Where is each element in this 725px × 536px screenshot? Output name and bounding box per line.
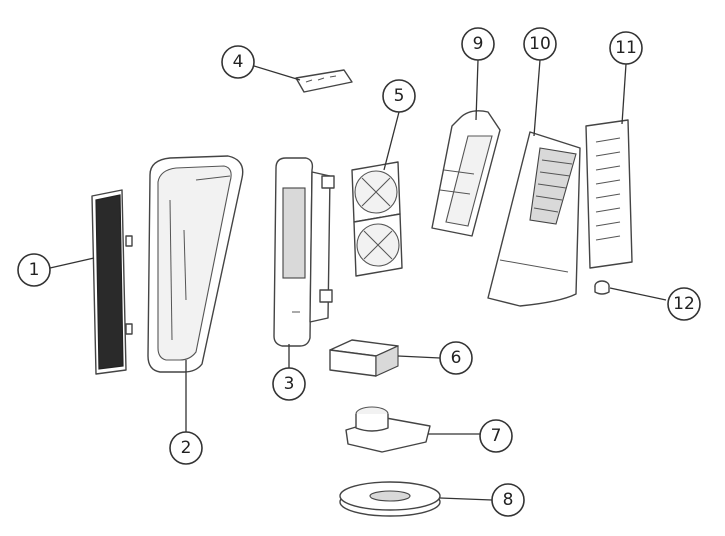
- svg-text:8: 8: [503, 490, 514, 510]
- part-6-electronics-box: [329, 339, 399, 377]
- callout-12: 12: [667, 287, 701, 321]
- part-8-base-ring: [339, 481, 441, 517]
- part-2-housing-shell: [147, 155, 244, 373]
- callout-9: 9: [461, 27, 495, 61]
- part-3-front-frame: [273, 157, 335, 347]
- svg-text:11: 11: [615, 38, 637, 58]
- part-9-rear-frame: [431, 110, 501, 237]
- part-7-motor-base: [345, 406, 431, 453]
- svg-text:10: 10: [529, 34, 551, 54]
- part-4-control-board: [295, 69, 353, 93]
- callout-6: 6: [439, 341, 473, 375]
- svg-text:5: 5: [394, 86, 405, 106]
- part-10-rear-cover: [487, 131, 581, 307]
- svg-text:2: 2: [181, 438, 192, 458]
- callout-8: 8: [491, 483, 525, 517]
- callout-11: 11: [609, 31, 643, 65]
- svg-text:4: 4: [233, 52, 244, 72]
- svg-text:12: 12: [673, 294, 695, 314]
- svg-text:9: 9: [473, 34, 484, 54]
- callout-10: 10: [523, 27, 557, 61]
- svg-text:7: 7: [491, 426, 502, 446]
- svg-text:1: 1: [29, 260, 40, 280]
- part-5-fan-module: [351, 161, 403, 277]
- callout-2: 2: [169, 431, 203, 465]
- callout-7: 7: [479, 419, 513, 453]
- svg-text:6: 6: [451, 348, 462, 368]
- svg-text:3: 3: [284, 374, 295, 394]
- leader-lines: [49, 59, 667, 501]
- part-11-grille-panel: [585, 119, 633, 269]
- callout-4: 4: [221, 45, 255, 79]
- callout-3: 3: [272, 367, 306, 401]
- part-1-filter-panel: [91, 189, 133, 375]
- callout-1: 1: [17, 253, 51, 287]
- callout-5: 5: [382, 79, 416, 113]
- part-12-knob: [594, 280, 610, 295]
